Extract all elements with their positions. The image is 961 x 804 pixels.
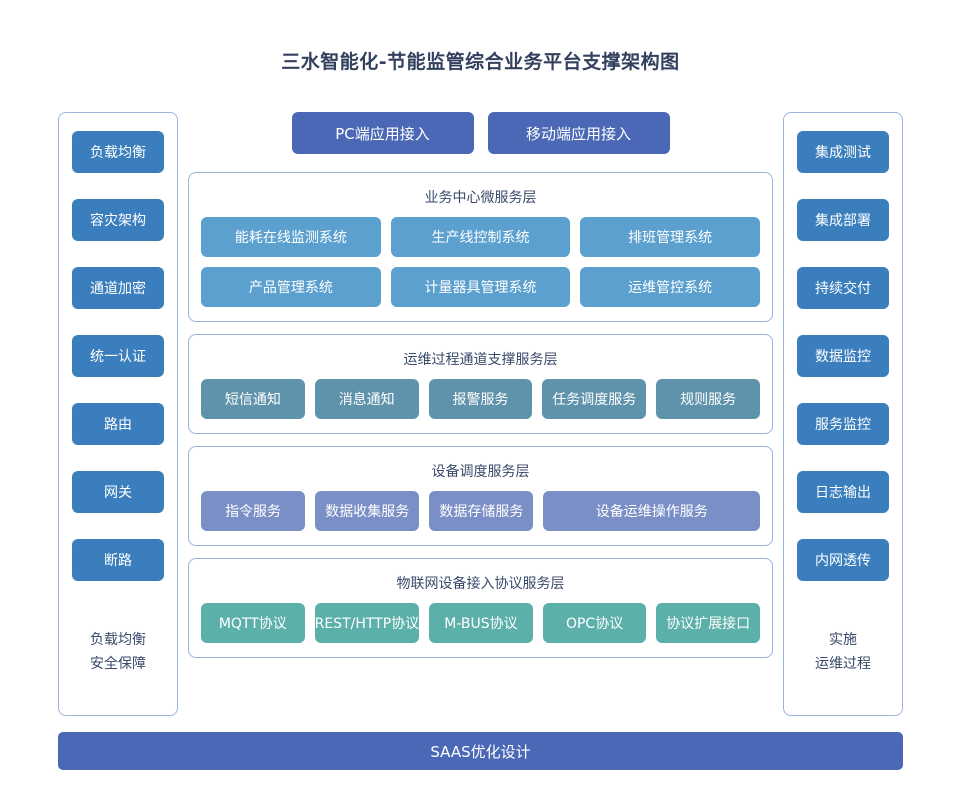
- block-energy-monitoring-system[interactable]: 能耗在线监测系统: [201, 217, 381, 257]
- block-device-ops-operation-service[interactable]: 设备运维操作服务: [543, 491, 761, 531]
- layer-iot-protocol: 物联网设备接入协议服务层 MQTT协议 REST/HTTP协议 M-BUS协议 …: [188, 558, 773, 658]
- left-panel-footer-line1: 负载均衡: [90, 632, 146, 649]
- layer-row: 短信通知 消息通知 报警服务 任务调度服务 规则服务: [201, 379, 760, 419]
- layer-row: MQTT协议 REST/HTTP协议 M-BUS协议 OPC协议 协议扩展接口: [201, 603, 760, 643]
- left-panel-item-circuit-breaker[interactable]: 断路: [72, 539, 164, 581]
- layer-row: 产品管理系统 计量器具管理系统 运维管控系统: [201, 267, 761, 307]
- left-panel-footer: 负载均衡 安全保障: [90, 629, 146, 677]
- left-panel-item-disaster-recovery[interactable]: 容灾架构: [72, 199, 164, 241]
- layer-title-device-dispatch: 设备调度服务层: [431, 464, 530, 480]
- left-panel-item-gateway[interactable]: 网关: [72, 471, 164, 513]
- block-ops-control-system[interactable]: 运维管控系统: [580, 267, 761, 307]
- right-panel: 集成测试 集成部署 持续交付 数据监控 服务监控 日志输出 内网透传 实施 运维…: [783, 112, 903, 716]
- block-data-storage-service[interactable]: 数据存储服务: [429, 491, 534, 531]
- block-rule-service[interactable]: 规则服务: [656, 379, 760, 419]
- block-opc-protocol[interactable]: OPC协议: [542, 603, 647, 643]
- left-panel-item-load-balance[interactable]: 负载均衡: [72, 131, 164, 173]
- block-mqtt-protocol[interactable]: MQTT协议: [201, 603, 305, 643]
- left-panel-item-channel-encryption[interactable]: 通道加密: [72, 267, 164, 309]
- access-button-pc[interactable]: PC端应用接入: [291, 112, 474, 154]
- left-panel-item-routing[interactable]: 路由: [72, 403, 164, 445]
- top-access-row: PC端应用接入 移动端应用接入: [188, 112, 773, 154]
- block-product-management-system[interactable]: 产品管理系统: [201, 267, 381, 307]
- right-panel-footer-line1: 实施: [829, 632, 857, 649]
- left-panel-footer-line2: 安全保障: [90, 656, 146, 673]
- block-mbus-protocol[interactable]: M-BUS协议: [429, 603, 533, 643]
- page-title: 三水智能化-节能监管综合业务平台支撑架构图: [281, 51, 680, 73]
- block-data-collection-service[interactable]: 数据收集服务: [315, 491, 420, 531]
- layer-ops-channel-support: 运维过程通道支撑服务层 短信通知 消息通知 报警服务 任务调度服务 规则服务: [188, 334, 773, 434]
- block-rest-http-protocol[interactable]: REST/HTTP协议: [314, 603, 420, 643]
- block-protocol-extension-interface[interactable]: 协议扩展接口: [656, 603, 760, 643]
- block-sms-notification[interactable]: 短信通知: [201, 379, 305, 419]
- right-panel-item-integration-testing[interactable]: 集成测试: [797, 131, 889, 173]
- left-panel-item-unified-auth[interactable]: 统一认证: [72, 335, 164, 377]
- block-task-scheduling-service[interactable]: 任务调度服务: [542, 379, 647, 419]
- layer-title-ops-channel-support: 运维过程通道支撑服务层: [403, 352, 558, 368]
- layer-row: 能耗在线监测系统 生产线控制系统 排班管理系统: [201, 217, 761, 257]
- block-message-notification[interactable]: 消息通知: [314, 379, 419, 419]
- right-panel-item-service-monitoring[interactable]: 服务监控: [797, 403, 889, 445]
- layer-business-center: 业务中心微服务层 能耗在线监测系统 生产线控制系统 排班管理系统 产品管理系统 …: [188, 172, 773, 322]
- block-metering-device-management-system[interactable]: 计量器具管理系统: [390, 267, 571, 307]
- right-panel-item-continuous-delivery[interactable]: 持续交付: [797, 267, 889, 309]
- right-panel-item-integration-deployment[interactable]: 集成部署: [797, 199, 889, 241]
- access-button-mobile[interactable]: 移动端应用接入: [487, 112, 670, 154]
- layer-title-iot-protocol: 物联网设备接入协议服务层: [396, 576, 565, 592]
- right-panel-item-log-output[interactable]: 日志输出: [797, 471, 889, 513]
- block-command-service[interactable]: 指令服务: [201, 491, 306, 531]
- layer-device-dispatch: 设备调度服务层 指令服务 数据收集服务 数据存储服务 设备运维操作服务: [188, 446, 773, 546]
- right-panel-footer: 实施 运维过程: [815, 629, 871, 677]
- center-column: PC端应用接入 移动端应用接入 业务中心微服务层 能耗在线监测系统 生产线控制系…: [188, 112, 773, 716]
- layer-title-business-center: 业务中心微服务层: [424, 190, 537, 206]
- right-panel-item-data-monitoring[interactable]: 数据监控: [797, 335, 889, 377]
- diagram-frame: 负载均衡 容灾架构 通道加密 统一认证 路由 网关 断路 负载均衡 安全保障 P…: [58, 112, 903, 716]
- block-shift-management-system[interactable]: 排班管理系统: [580, 217, 761, 257]
- left-panel: 负载均衡 容灾架构 通道加密 统一认证 路由 网关 断路 负载均衡 安全保障: [58, 112, 178, 716]
- right-panel-item-intranet-passthrough[interactable]: 内网透传: [797, 539, 889, 581]
- bottom-bar-saas[interactable]: SAAS优化设计: [58, 732, 903, 770]
- right-panel-footer-line2: 运维过程: [815, 656, 871, 673]
- block-production-line-control-system[interactable]: 生产线控制系统: [390, 217, 571, 257]
- block-alarm-service[interactable]: 报警服务: [428, 379, 533, 419]
- layer-row: 指令服务 数据收集服务 数据存储服务 设备运维操作服务: [201, 491, 761, 531]
